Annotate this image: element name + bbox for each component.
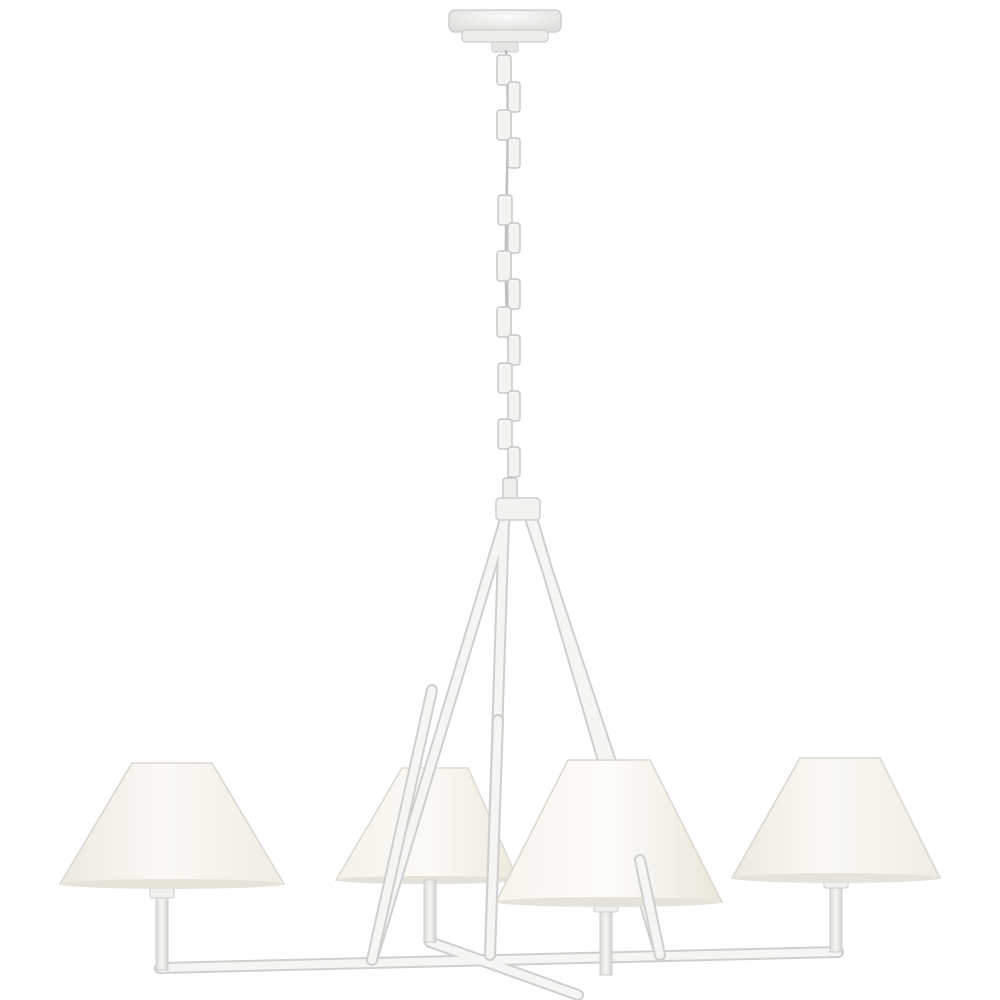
lamp-shade-front-right [494,759,724,907]
lamp-shade-right [730,757,942,883]
hanging-chain [496,49,521,501]
frame-front-legs [366,684,666,966]
lamp-shade-left [58,762,286,889]
ceiling-canopy [448,9,562,53]
